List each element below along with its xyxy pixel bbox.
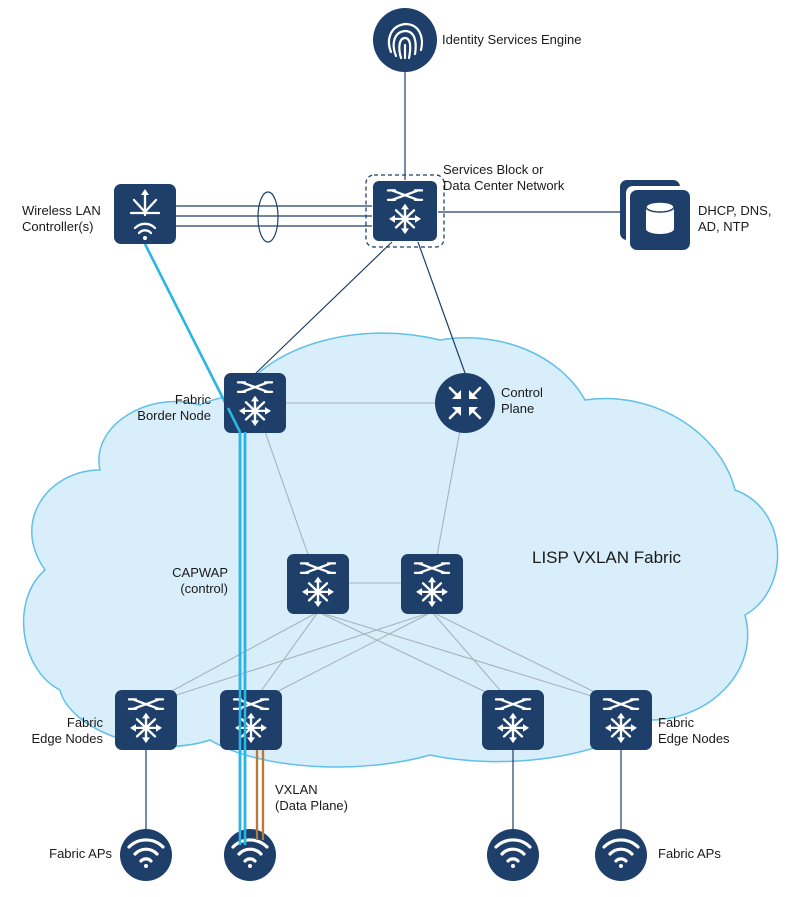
- wireless-controller-icon: [129, 190, 161, 235]
- fabric-ap-4[interactable]: [595, 829, 647, 881]
- fabric-title: LISP VXLAN Fabric: [532, 548, 681, 567]
- fabric-edge-node-2[interactable]: [220, 690, 282, 750]
- capwap-label: CAPWAP(control): [172, 565, 228, 596]
- fabric-links: [145, 402, 622, 706]
- fabric-edge-node-4[interactable]: [590, 690, 652, 750]
- fabric-aps-left-label: Fabric APs: [49, 846, 112, 861]
- services-block-switch[interactable]: [365, 174, 445, 248]
- vxlan-label: VXLAN(Data Plane): [275, 782, 348, 813]
- ise-label: Identity Services Engine: [442, 32, 582, 47]
- vxlan-link-overlay: [255, 750, 265, 840]
- capwap-link-overlay: [226, 407, 247, 845]
- database-server-icon: [645, 201, 675, 234]
- fabric-border-node[interactable]: [224, 373, 286, 433]
- fabric-aps-right-label: Fabric APs: [658, 846, 721, 861]
- fabric-ap-3[interactable]: [487, 829, 539, 881]
- fabric-ap-2[interactable]: [224, 829, 276, 881]
- wireless-lan-controller[interactable]: [114, 184, 176, 244]
- dhcp-label: DHCP, DNS,AD, NTP: [698, 203, 772, 234]
- dhcp-dns-server[interactable]: [620, 180, 690, 250]
- core-links: [145, 72, 625, 830]
- fabric-ap-1[interactable]: [120, 829, 172, 881]
- fingerprint-icon: [387, 22, 423, 60]
- fabric-edge-node-3[interactable]: [482, 690, 544, 750]
- link-bundle-ellipse: [257, 191, 279, 243]
- ise-node[interactable]: [373, 8, 437, 72]
- control-plane-node[interactable]: [435, 373, 495, 433]
- fabric-edge-node-1[interactable]: [115, 690, 177, 750]
- fabric-cloud: [22, 332, 779, 768]
- fabric-intermediate-node-right[interactable]: [401, 554, 463, 614]
- fabric-intermediate-node-left[interactable]: [287, 554, 349, 614]
